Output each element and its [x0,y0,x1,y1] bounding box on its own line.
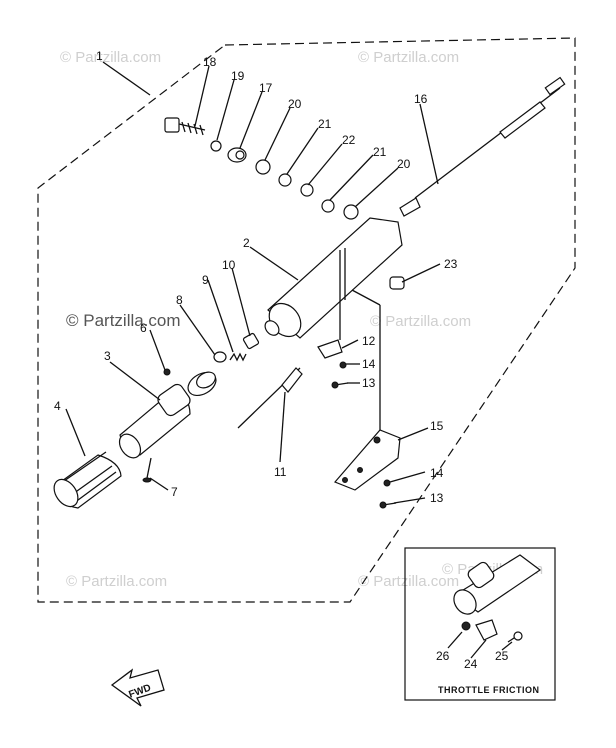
cable-part [399,76,566,217]
callout-18: 18 [203,55,217,69]
callout-24: 24 [464,657,478,671]
rod-part [237,367,303,429]
callout-20: 20 [288,97,302,111]
throttle-friction-inset: THROTTLE FRICTION [404,547,556,701]
callout-7: 7 [171,485,178,499]
callout-19: 19 [231,69,245,83]
callout-20b: 20 [397,157,411,171]
callout-14: 14 [362,357,376,371]
assembly-boundary [37,37,576,603]
callout-1: 1 [96,49,103,63]
washer-part [383,479,391,487]
fwd-arrow-icon: FWD [110,668,165,707]
callout-25: 25 [495,649,509,663]
watermark: © Partzilla.com [66,311,181,330]
callout-23: 23 [444,257,458,271]
screw-part [142,368,171,483]
bolt-part [164,117,206,136]
washer-part [278,173,292,187]
callout-6: 6 [140,321,147,335]
watermark: © Partzilla.com [358,49,459,66]
callout-11: 11 [274,465,287,479]
washer-part [255,159,271,175]
callout-17: 17 [259,81,273,95]
washer-part [343,204,359,220]
watermark: © Partzilla.com [370,313,471,330]
callout-16: 16 [414,92,428,106]
callout-10: 10 [222,258,236,272]
grip-part [53,451,122,509]
callout-22: 22 [342,133,356,147]
callout-9: 9 [202,273,209,287]
callout-13b: 13 [430,491,444,505]
callout-21b: 21 [373,145,387,159]
washer-part [321,199,335,213]
throttle-shaft-part [118,383,191,459]
nut-part [242,332,260,350]
washer-part [300,183,314,197]
callout-15: 15 [430,419,444,433]
watermark: © Partzilla.com [60,49,161,66]
watermark: © Partzilla.com [358,573,459,590]
bracket-part [317,339,343,359]
callout-8: 8 [176,293,183,307]
washer-part [213,351,227,363]
spring-part [229,352,247,362]
inset-caption: THROTTLE FRICTION [438,685,540,695]
watermark: © Partzilla.com [66,573,167,590]
plate-part [333,429,401,491]
bushing-part [227,147,247,163]
callout-4: 4 [54,399,61,413]
arm-part [264,217,403,340]
bolt-part [379,501,397,509]
callout-26: 26 [436,649,450,663]
callout-3: 3 [104,349,111,363]
callout-13: 13 [362,376,376,390]
bolt-part [331,381,349,389]
callout-12: 12 [362,334,376,348]
collar-part [187,371,217,397]
washer-part [210,140,222,152]
callout-21: 21 [318,117,332,131]
leader-lines [65,61,441,504]
callout-14b: 14 [430,466,444,480]
nut-part [389,276,405,290]
callout-2: 2 [243,236,250,250]
washer-part [339,361,347,369]
